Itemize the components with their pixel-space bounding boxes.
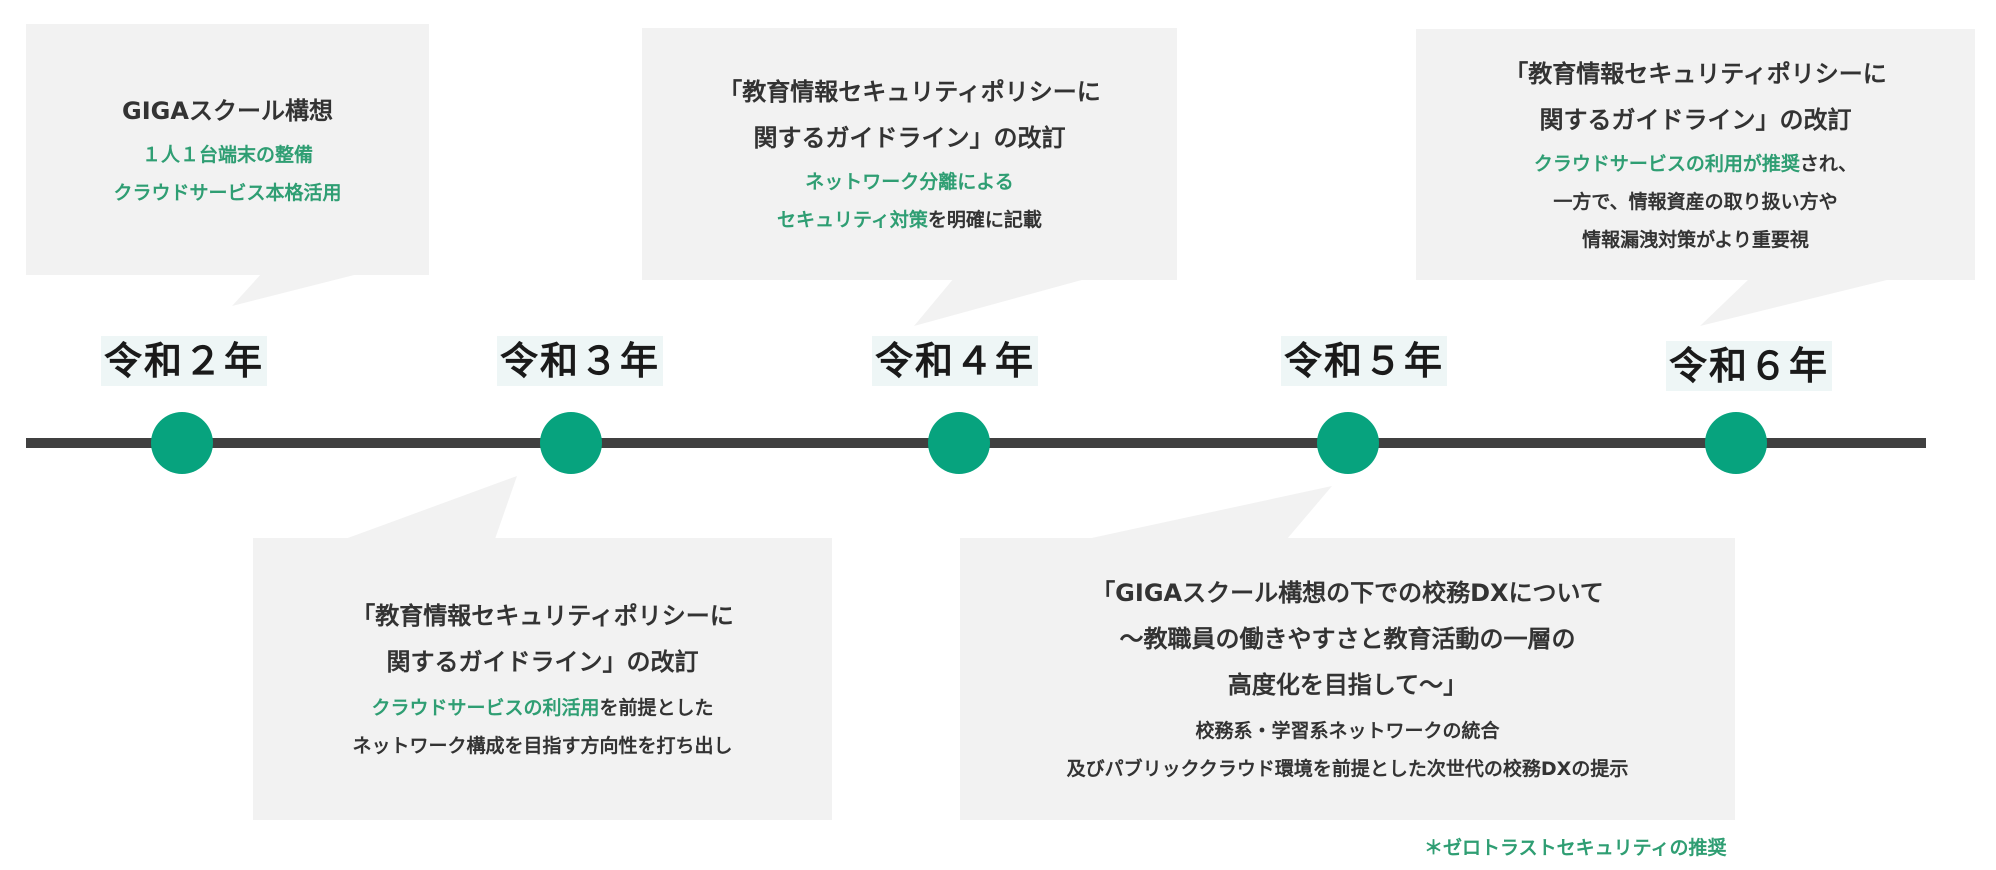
highlight-text: セキュリティ対策: [777, 209, 928, 231]
callout-title-line: 「教育情報セキュリティポリシーに: [351, 602, 734, 630]
callout-title-line: 「教育情報セキュリティポリシーに: [718, 78, 1101, 106]
callout-reiwa-2: GIGAスクール構想 １人１台端末の整備クラウドサービス本格活用: [26, 24, 429, 275]
callout-pointer: [232, 273, 362, 306]
callout-title-line: 関するガイドライン」の改訂: [753, 124, 1066, 152]
milestone-dot: [151, 412, 213, 474]
callout-title: 「GIGAスクール構想の下での校務DXについて ～教職員の働きやすさと教育活動の一…: [1091, 570, 1604, 708]
callout-body: １人１台端末の整備クラウドサービス本格活用: [113, 136, 341, 212]
callout-title: 「教育情報セキュリティポリシーに関するガイドライン」の改訂: [351, 593, 734, 685]
milestone-dot: [1317, 412, 1379, 474]
callout-body-line: クラウドサービスの利用が推奨され、: [1534, 145, 1857, 183]
year-label: 令和５年: [1281, 336, 1448, 386]
callout-body: クラウドサービスの利用が推奨され、一方で、情報資産の取り扱い方や情報漏洩対策がよ…: [1534, 145, 1857, 259]
callout-title-line: 「教育情報セキュリティポリシーに: [1504, 59, 1887, 88]
callout-body: クラウドサービスの利活用を前提としたネットワーク構成を目指す方向性を打ち出し: [352, 689, 732, 765]
callout-title-line: ～教職員の働きやすさと教育活動の一層の: [1119, 625, 1576, 653]
milestone-dot: [540, 412, 602, 474]
year-label: 令和３年: [497, 336, 664, 386]
callout-title-line: 高度化を目指して～」: [1227, 671, 1468, 699]
callout-reiwa-3: 「教育情報セキュリティポリシーに関するガイドライン」の改訂 クラウドサービスの利…: [253, 538, 832, 820]
milestone-dot: [928, 412, 990, 474]
callout-body-line: クラウドサービス本格活用: [113, 174, 341, 212]
callout-body-line: 情報漏洩対策がより重要視: [1534, 221, 1857, 259]
callout-reiwa-4: 「教育情報セキュリティポリシーに関するガイドライン」の改訂 ネットワーク分離によ…: [642, 28, 1177, 280]
year-label: 令和４年: [872, 336, 1039, 386]
callout-title: 「教育情報セキュリティポリシーに関するガイドライン」の改訂: [1504, 51, 1887, 143]
body-text: 及びパブリッククラウド環境を前提とした次世代の校務DXの提示: [1066, 758, 1629, 780]
year-label: 令和２年: [101, 336, 268, 386]
callout-body-line: ネットワーク分離による: [777, 163, 1042, 201]
callout-reiwa-6: 「教育情報セキュリティポリシーに関するガイドライン」の改訂 クラウドサービスの利…: [1416, 29, 1975, 280]
callout-title-line: GIGAスクール構想: [122, 96, 333, 125]
callout-body-line: ネットワーク構成を目指す方向性を打ち出し: [352, 727, 732, 765]
callout-title-line: 関するガイドライン」の改訂: [386, 648, 699, 676]
callout-body-line: セキュリティ対策を明確に記載: [777, 201, 1042, 239]
callout-body: 校務系・学習系ネットワークの統合及びパブリッククラウド環境を前提とした次世代の校…: [1067, 712, 1629, 788]
callout-pointer: [1700, 278, 1895, 326]
callout-title-line: 「GIGAスクール構想の下での校務DXについて: [1091, 579, 1604, 607]
footnote: ＊ゼロトラストセキュリティの推奨: [1424, 837, 1727, 859]
callout-body: ネットワーク分離によるセキュリティ対策を明確に記載: [777, 163, 1042, 239]
body-text: され、: [1799, 152, 1858, 175]
callout-pointer: [914, 278, 1089, 326]
highlight-text: クラウドサービスの利活用: [371, 697, 600, 719]
callout-body-line: 一方で、情報資産の取り扱い方や: [1534, 183, 1857, 221]
body-text: 情報漏洩対策がより重要視: [1582, 228, 1809, 251]
callout-title-line: 関するガイドライン」の改訂: [1539, 105, 1852, 134]
callout-pointer: [1087, 486, 1332, 539]
milestone-dot: [1705, 412, 1767, 474]
year-label: 令和６年: [1666, 341, 1833, 391]
callout-pointer: [345, 476, 517, 539]
highlight-text: クラウドサービス本格活用: [113, 181, 342, 204]
body-text: を明確に記載: [927, 209, 1042, 231]
callout-body-line: １人１台端末の整備: [113, 136, 341, 174]
callout-body-line: 及びパブリッククラウド環境を前提とした次世代の校務DXの提示: [1067, 750, 1629, 788]
highlight-text: １人１台端末の整備: [141, 143, 313, 166]
body-text: ネットワーク構成を目指す方向性を打ち出し: [352, 735, 733, 757]
callout-title: GIGAスクール構想: [122, 88, 333, 134]
callout-body-line: 校務系・学習系ネットワークの統合: [1067, 712, 1629, 750]
body-text: 一方で、情報資産の取り扱い方や: [1553, 190, 1838, 213]
body-text: 校務系・学習系ネットワークの統合: [1195, 720, 1500, 742]
callout-title: 「教育情報セキュリティポリシーに関するガイドライン」の改訂: [718, 69, 1101, 161]
body-text: を前提とした: [599, 697, 714, 719]
highlight-text: ネットワーク分離による: [805, 171, 1014, 193]
callout-reiwa-5: 「GIGAスクール構想の下での校務DXについて ～教職員の働きやすさと教育活動の一…: [960, 538, 1735, 820]
highlight-text: クラウドサービスの利用が推奨: [1533, 152, 1800, 175]
callout-body-line: クラウドサービスの利活用を前提とした: [352, 689, 732, 727]
